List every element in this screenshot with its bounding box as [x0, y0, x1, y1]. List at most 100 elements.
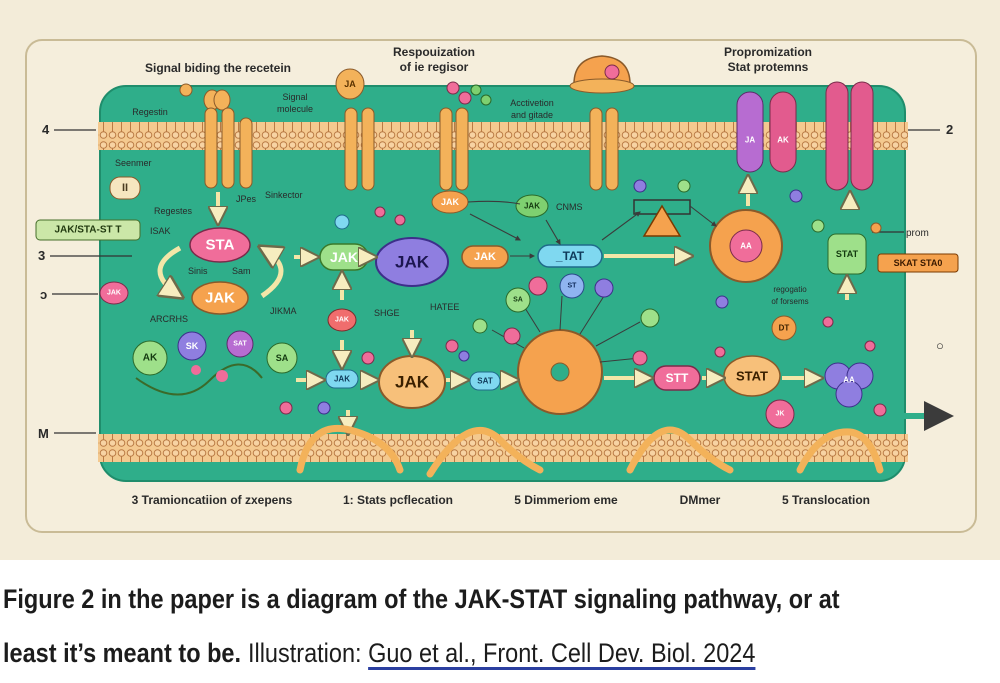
ligand-ja: JA — [335, 68, 365, 100]
scattered-molecules — [279, 179, 887, 417]
target-ring: AA — [709, 209, 783, 283]
node-stt: STT — [653, 365, 701, 391]
svg-text:SK: SK — [186, 341, 199, 351]
receptor-2 — [344, 107, 469, 191]
svg-text:JAK: JAK — [330, 249, 358, 265]
label-propro-2: Stat protemns — [728, 60, 809, 74]
label-hatee: HATEE — [430, 302, 459, 312]
svg-text:JAK: JAK — [524, 202, 540, 211]
label-prom: prom — [906, 228, 929, 239]
label-regestin: Regestin — [132, 107, 168, 117]
label-seenmer: Seenmer — [115, 158, 152, 168]
label-respro-2: of ie regisor — [400, 60, 469, 74]
svg-text:JAK: JAK — [334, 375, 350, 384]
node-sa: SA — [266, 342, 298, 374]
node-stat-right: STAT — [827, 233, 867, 275]
ligand-cup — [569, 55, 635, 94]
step-label-5: 5 Translocation — [782, 493, 870, 507]
svg-text:SAT: SAT — [477, 377, 493, 386]
svg-text:STA: STA — [206, 237, 235, 254]
step-label-1: 3 Tramioncatiion of zxepens — [132, 493, 293, 507]
svg-text:JAK: JAK — [335, 317, 349, 324]
svg-text:JK: JK — [776, 411, 785, 418]
label-respro-1: Respouization — [393, 45, 475, 59]
label-sam: Sam — [232, 266, 251, 276]
caption-bold-text-2: least it’s meant to be. — [3, 638, 242, 668]
caption-line-2: least it’s meant to be.Illustration: Guo… — [3, 626, 868, 680]
svg-text:JAK: JAK — [205, 290, 235, 307]
marker-left-m: M — [38, 426, 49, 441]
node-jak-pill: JAK — [319, 243, 369, 271]
label-regogatio: regogatio — [773, 285, 807, 294]
marker-left-3: 3 — [38, 248, 45, 263]
label-signal-1: Signal — [282, 92, 307, 102]
svg-text:AA: AA — [740, 242, 752, 251]
svg-text:JA: JA — [745, 136, 755, 145]
svg-text:STAT: STAT — [736, 369, 768, 384]
step-label-3: 5 Dimmeriom eme — [514, 493, 618, 507]
skat-stao-box: SKAT STA0 — [877, 253, 959, 273]
cell-body — [99, 85, 906, 482]
label-signal-2: molecule — [277, 104, 313, 114]
svg-text:AA: AA — [843, 376, 855, 385]
svg-text:DT: DT — [779, 324, 790, 333]
node-jak-1: JAK — [191, 281, 249, 315]
svg-text:STT: STT — [666, 371, 689, 385]
label-propro-1: Propromization — [724, 45, 812, 59]
step-label-4: DMmer — [680, 493, 721, 507]
svg-text:AK: AK — [143, 353, 158, 364]
label-acctivation-1: Acctivetion — [510, 98, 554, 108]
node-dt: DT — [771, 315, 797, 341]
node-stat: STAT — [723, 355, 781, 397]
node-sk: SK — [177, 331, 207, 361]
ii-badge: II — [109, 176, 141, 200]
ligand-left — [179, 83, 231, 111]
node-sta: STA — [189, 227, 251, 263]
central-dimer-complex — [517, 329, 603, 415]
label-arcrhs: ARCRHS — [150, 314, 188, 324]
label-signal-binding: Signal biding the recetein — [145, 61, 291, 75]
node-jak-big: JAK — [375, 237, 449, 287]
svg-text:SAT: SAT — [233, 341, 247, 348]
receptor-purple: JA AK — [736, 91, 797, 173]
marker-right-circle: ○ — [936, 338, 944, 353]
label-shge: SHGE — [374, 308, 400, 318]
svg-text:JAK: JAK — [107, 290, 121, 297]
node-jak-orange: JAK — [461, 245, 509, 269]
svg-text:ST: ST — [568, 283, 578, 290]
figure-caption: Figure 2 in the paper is a diagram of th… — [3, 572, 997, 680]
receptor-3 — [589, 107, 619, 191]
marker-left-5: ɔ — [40, 287, 47, 302]
jak-sta-box: JAK/STA-ST T — [35, 219, 141, 241]
svg-text:SA: SA — [276, 353, 289, 363]
bottom-strands — [296, 424, 884, 478]
thin-lines — [467, 200, 717, 259]
node-jk: JK — [765, 399, 795, 429]
svg-text:JAK: JAK — [395, 253, 430, 272]
marker-left-4: 4 — [42, 122, 50, 137]
marker-right-2: 2 — [946, 122, 953, 137]
receptor-1 — [204, 107, 253, 189]
caption-credit-label: Illustration: — [247, 638, 362, 668]
node-jak-small-mid: JAK — [325, 369, 359, 389]
node-jak-bottom: JAK — [378, 355, 446, 409]
svg-text:AK: AK — [777, 136, 789, 145]
node-jak-green: JAK — [515, 194, 549, 218]
triangle-switch — [633, 199, 691, 237]
node-jak-top: JAK — [431, 190, 469, 214]
label-acctivation-2: and gitade — [511, 110, 553, 120]
caption-bold-text-1: Figure 2 in the paper is a diagram of th… — [3, 584, 840, 614]
node-sat-purple: SAT — [226, 330, 254, 358]
svg-text:STAT: STAT — [836, 249, 859, 259]
svg-text:JAK/STA-ST T: JAK/STA-ST T — [54, 225, 121, 236]
receptor-pink — [825, 81, 874, 191]
label-jpes: JPes — [236, 194, 257, 204]
svg-text:JAK: JAK — [395, 373, 430, 392]
svg-text:SKAT STA0: SKAT STA0 — [894, 258, 943, 268]
node-sat-small: SAT — [469, 371, 501, 391]
label-jikma: JIKMA — [270, 306, 297, 316]
svg-text:JAK: JAK — [441, 197, 460, 207]
citation-link[interactable]: Guo et al., Front. Cell Dev. Biol. 2024 — [368, 638, 756, 668]
svg-text:JA: JA — [344, 79, 356, 89]
label-sinis: Sinis — [188, 266, 208, 276]
